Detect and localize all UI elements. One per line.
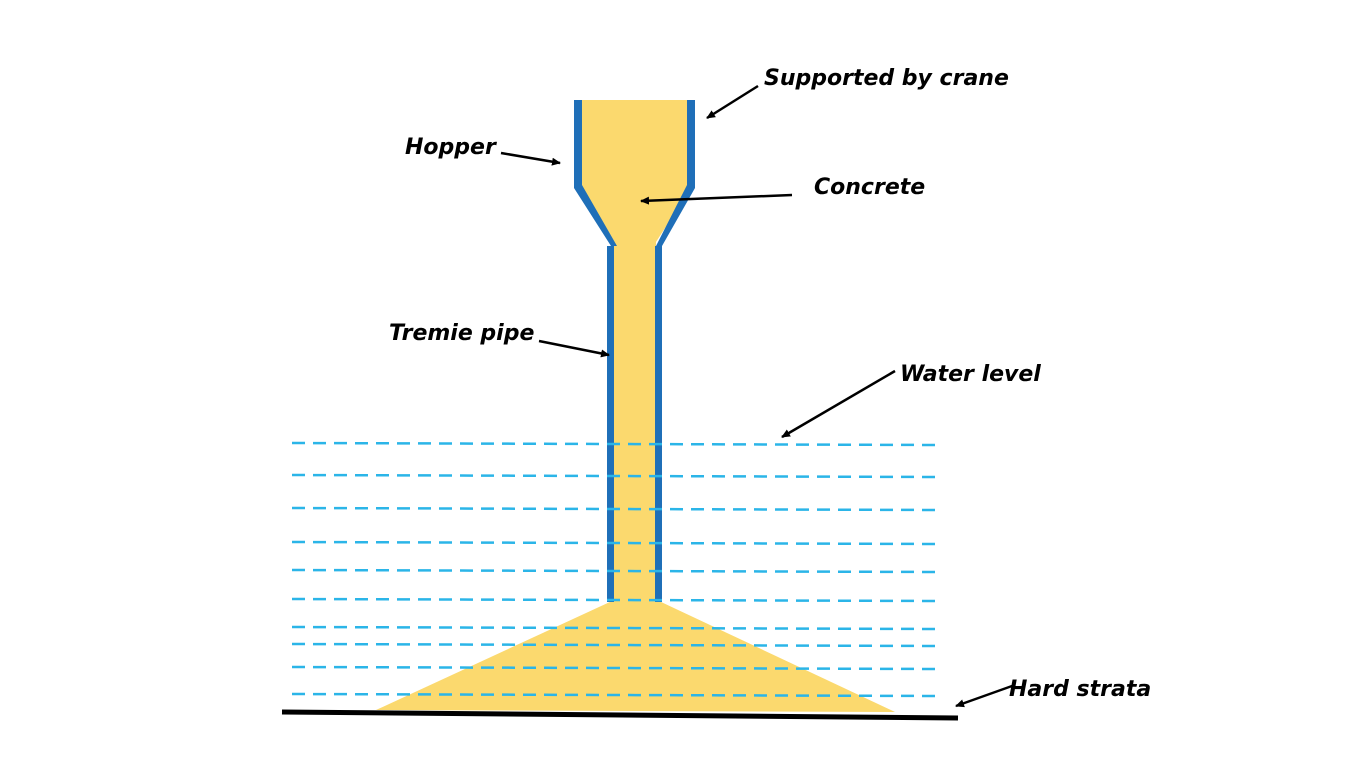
hard-strata-label: Hard strata: [1009, 677, 1152, 702]
water-level-arrow: [781, 369, 896, 439]
hopper-concrete-fill: [579, 100, 692, 601]
hopper-arrow: [500, 151, 561, 166]
supported-by-crane-label: Supported by crane: [764, 66, 1009, 91]
hard-strata-arrow: [955, 684, 1013, 708]
tremie-pipe-left-wall: [607, 246, 614, 602]
water-dash-line: [291, 473, 936, 479]
water-dash-line: [291, 642, 936, 648]
hopper-label: Hopper: [405, 135, 496, 160]
tremie-pipe-right-wall: [655, 246, 662, 602]
hopper-right-wall: [656, 100, 695, 246]
water-dash-line: [291, 506, 936, 512]
supported-by-crane-arrow: [706, 84, 759, 120]
water-dash-line: [291, 597, 936, 603]
hard-strata-ground-line: [281, 709, 959, 721]
tremie-pipe-arrow: [538, 339, 610, 358]
water-dash-line: [291, 540, 936, 546]
water-dash-line: [291, 692, 936, 698]
water-level-label: Water level: [900, 362, 1041, 387]
concrete-label: Concrete: [814, 175, 926, 200]
tremie-pipe-label: Tremie pipe: [389, 321, 535, 346]
water-dash-line: [291, 568, 936, 574]
concrete-arrow: [640, 193, 793, 205]
water-dash-line: [291, 441, 936, 447]
hopper-left-wall: [574, 100, 617, 246]
water-dash-line: [291, 665, 936, 671]
concrete-mound: [376, 601, 895, 712]
water-lines: [291, 441, 936, 698]
water-dash-line: [291, 625, 936, 631]
